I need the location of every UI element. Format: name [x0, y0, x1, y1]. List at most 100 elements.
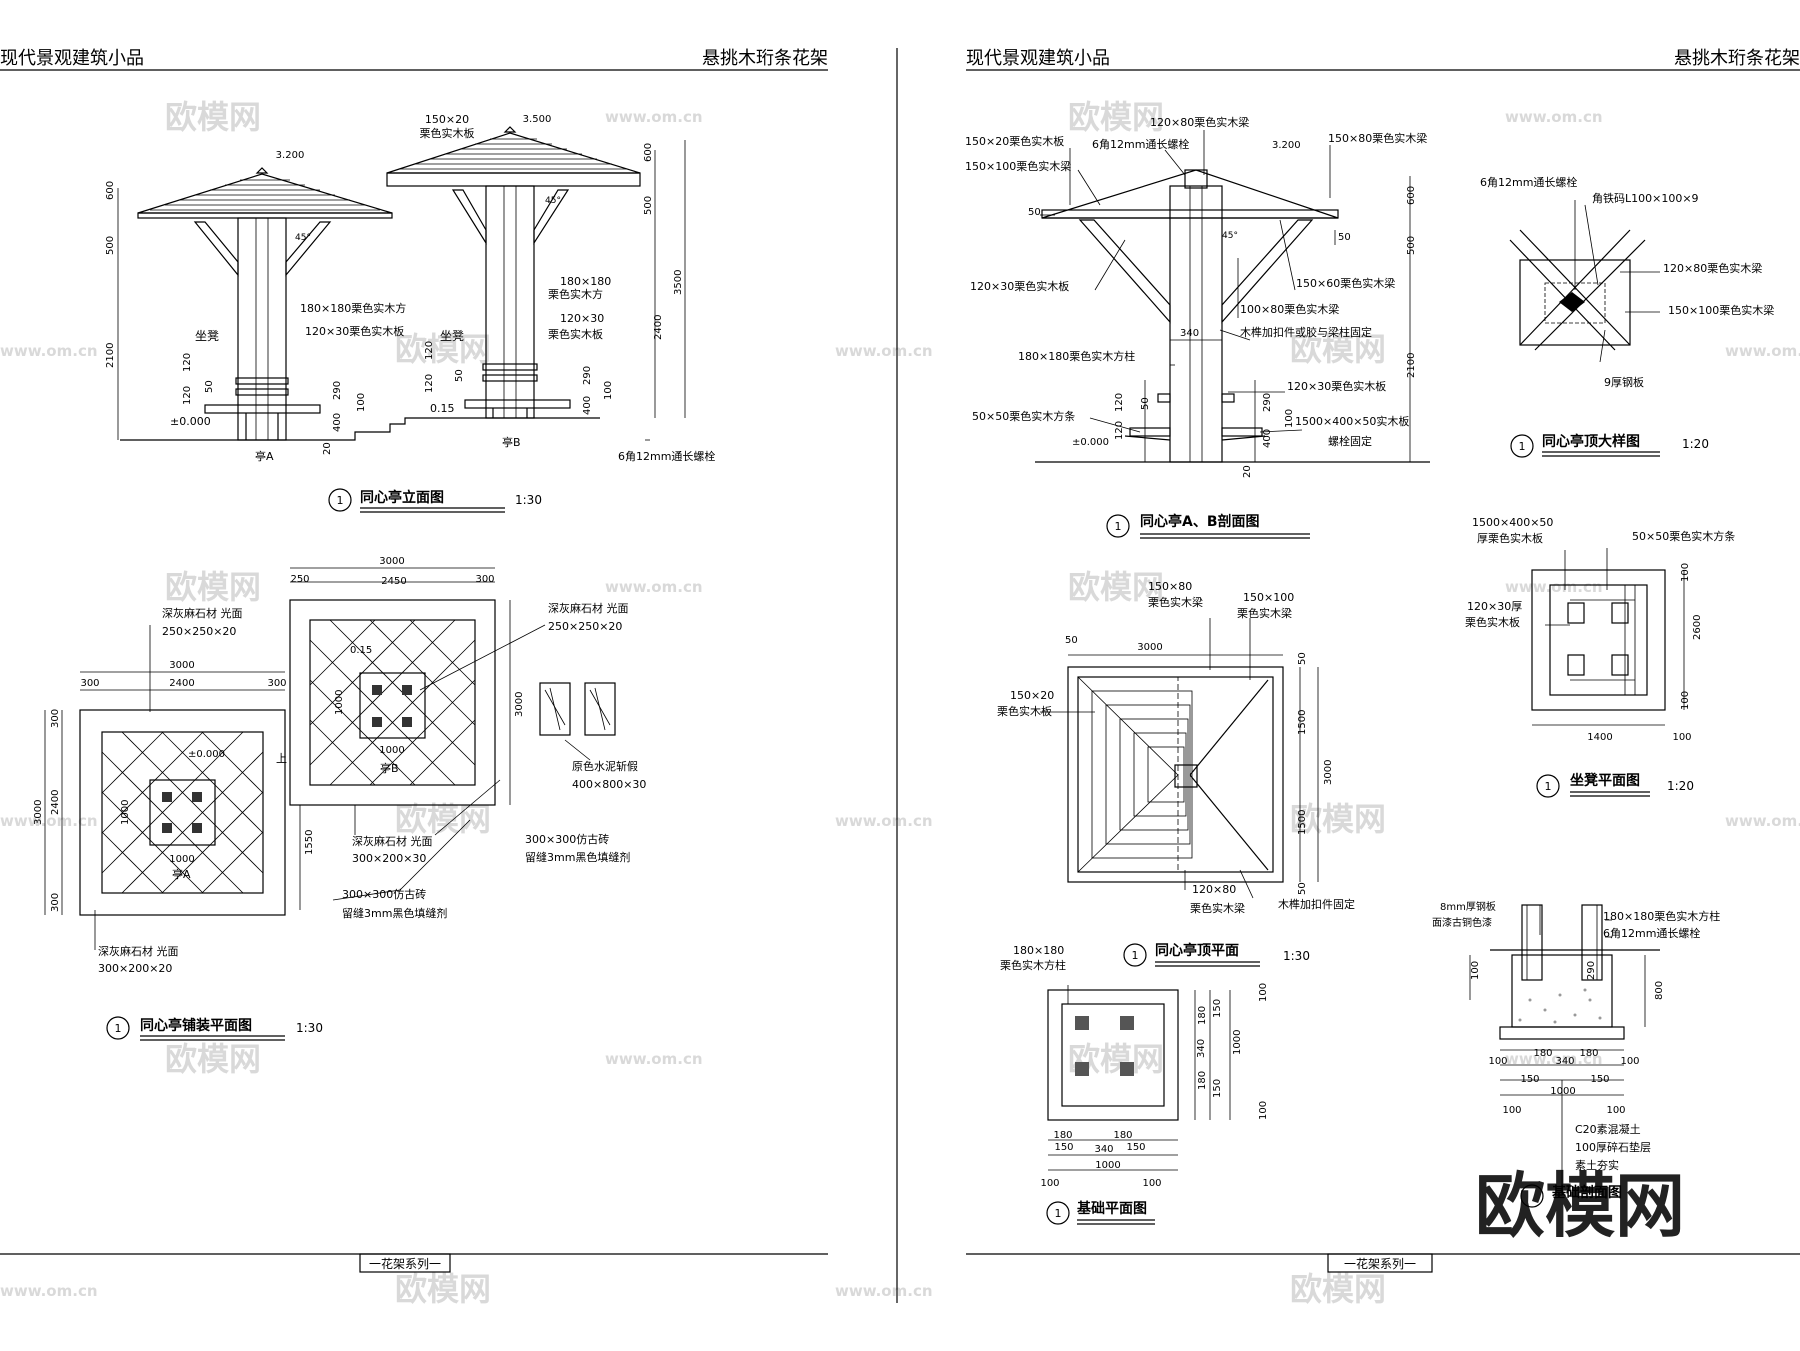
dim: 300 — [267, 678, 286, 689]
dim: 180 — [1197, 1071, 1208, 1090]
dim: 400 — [582, 396, 593, 415]
label: 180×180栗色实木方柱 — [1603, 909, 1720, 923]
label: 250×250×20 — [548, 620, 622, 633]
dim: 100 — [1620, 1056, 1639, 1067]
label: 木榫加扣件或胶与梁柱固定 — [1240, 325, 1372, 339]
watermark-brand: 欧模网 — [1290, 1270, 1386, 1308]
dim: 1000 — [169, 854, 194, 865]
dim: 100 — [356, 393, 367, 412]
dim: 340 — [1196, 1039, 1207, 1058]
dim: 50 — [1065, 635, 1078, 646]
label: 250×250×20 — [162, 625, 236, 638]
roof-detail-scale: 1:20 — [1682, 437, 1709, 451]
label: 角铁码L100×100×9 — [1592, 192, 1699, 205]
roof-detail-drawing: 6角12mm通长螺栓 角铁码L100×100×9 120×80栗色实木梁 150… — [1480, 175, 1774, 458]
label: C20素混凝土 — [1575, 1122, 1641, 1136]
watermark-site: www.om.cn — [1725, 342, 1800, 360]
dim: 180 — [1053, 1130, 1072, 1141]
label: 150×20 — [425, 113, 469, 126]
dim: 3500 — [673, 270, 684, 295]
dim: 1000 — [334, 690, 345, 715]
dim: 120 — [182, 353, 193, 372]
dim: 1000 — [1095, 1160, 1120, 1171]
dim: 2450 — [381, 576, 406, 587]
label: 木榫加扣件固定 — [1278, 897, 1355, 911]
watermark-brand: 欧模网 — [395, 330, 491, 368]
watermark-brand: 欧模网 — [395, 1270, 491, 1308]
dim: 3000 — [379, 556, 404, 567]
label: 亭A — [255, 449, 274, 463]
title-number: 1 — [1055, 1207, 1062, 1220]
label: 150×80 — [1148, 580, 1192, 593]
label: 120×30厚 — [1467, 600, 1522, 613]
dim: 500 — [105, 236, 116, 255]
label: 栗色实木方 — [548, 287, 603, 301]
foundation-plan-drawing: 180 180 340 150 150 1000 100 100 100 150… — [1000, 944, 1269, 1225]
dim: 340 — [1180, 328, 1199, 339]
roof-plan-scale: 1:30 — [1283, 949, 1310, 963]
dim: 120 — [1114, 421, 1125, 440]
dim: 1500 — [1297, 810, 1308, 835]
label: 上 — [276, 752, 287, 765]
dim: 120 — [182, 386, 193, 405]
label: 50×50栗色实木方条 — [972, 409, 1075, 423]
watermark-site: www.om.cn — [1725, 812, 1800, 830]
label: 坐凳 — [195, 328, 219, 343]
watermark-site: www.om.cn — [1505, 108, 1603, 126]
label: 150×80栗色实木梁 — [1328, 131, 1427, 145]
roof-detail-title: 同心亭顶大样图 — [1542, 433, 1640, 450]
dim: 150 — [1126, 1142, 1145, 1153]
label: 栗色实木梁 — [1148, 595, 1203, 609]
dim: 180 — [1533, 1048, 1552, 1059]
label: 厚栗色实木板 — [1477, 531, 1543, 545]
watermark-site: www.om.cn — [0, 1282, 98, 1300]
dim: 3000 — [169, 660, 194, 671]
label: 120×80 — [1192, 883, 1236, 896]
dim: 50 — [1140, 397, 1151, 410]
dim: 340 — [1555, 1056, 1574, 1067]
label: ±0.000 — [170, 415, 211, 428]
label: 300×300仿古砖 — [342, 887, 426, 901]
paving-scale: 1:30 — [296, 1021, 323, 1035]
label: 120×30栗色实木板 — [970, 279, 1069, 293]
dim: 50 — [204, 380, 215, 393]
dim: 150 — [1054, 1142, 1073, 1153]
dim: 500 — [1406, 236, 1417, 255]
dim: 100 — [1258, 1101, 1269, 1120]
foundation-section-title: 基础剖面图 — [1552, 1184, 1622, 1201]
label: 0.15 — [430, 402, 455, 415]
label: 120×30栗色实木板 — [1287, 379, 1386, 393]
watermark-site: www.om.cn — [1505, 578, 1603, 596]
dim: 300 — [50, 709, 61, 728]
elevation-scale: 1:30 — [515, 493, 542, 507]
dim: 1000 — [120, 800, 131, 825]
dim: 600 — [1406, 186, 1417, 205]
dim: 3000 — [1137, 642, 1162, 653]
watermark-brand: 欧模网 — [1290, 800, 1386, 838]
watermark-brand: 欧模网 — [395, 800, 491, 838]
label: 6角12mm通长螺栓 — [1092, 137, 1189, 151]
label: 45° — [545, 196, 561, 206]
dim: 2100 — [105, 343, 116, 368]
label: 100厚碎石垫层 — [1575, 1140, 1651, 1154]
label: 1500×400×50实木板 — [1295, 414, 1409, 428]
watermark-site: www.om.cn — [0, 812, 98, 830]
label: 45° — [295, 233, 311, 243]
dim: 400 — [1262, 429, 1273, 448]
label: 坐凳 — [440, 328, 464, 343]
footer-series: 一花架系列一 — [1344, 1256, 1416, 1271]
label: ±0.000 — [188, 749, 225, 760]
label: 栗色实木板 — [997, 704, 1052, 718]
dim: 3000 — [33, 800, 44, 825]
label: 180×180 — [1013, 944, 1064, 957]
elevation-height-a: 3.200 — [276, 150, 305, 161]
label: 亭B — [380, 761, 399, 775]
dim: 120 — [424, 341, 435, 360]
dim: 600 — [105, 181, 116, 200]
label: 6角12mm通长螺栓 — [618, 449, 715, 463]
dim: 340 — [1094, 1144, 1113, 1155]
dim: 300 — [475, 574, 494, 585]
dim: 1500 — [1297, 710, 1308, 735]
watermark-site: www.om.cn — [0, 342, 98, 360]
